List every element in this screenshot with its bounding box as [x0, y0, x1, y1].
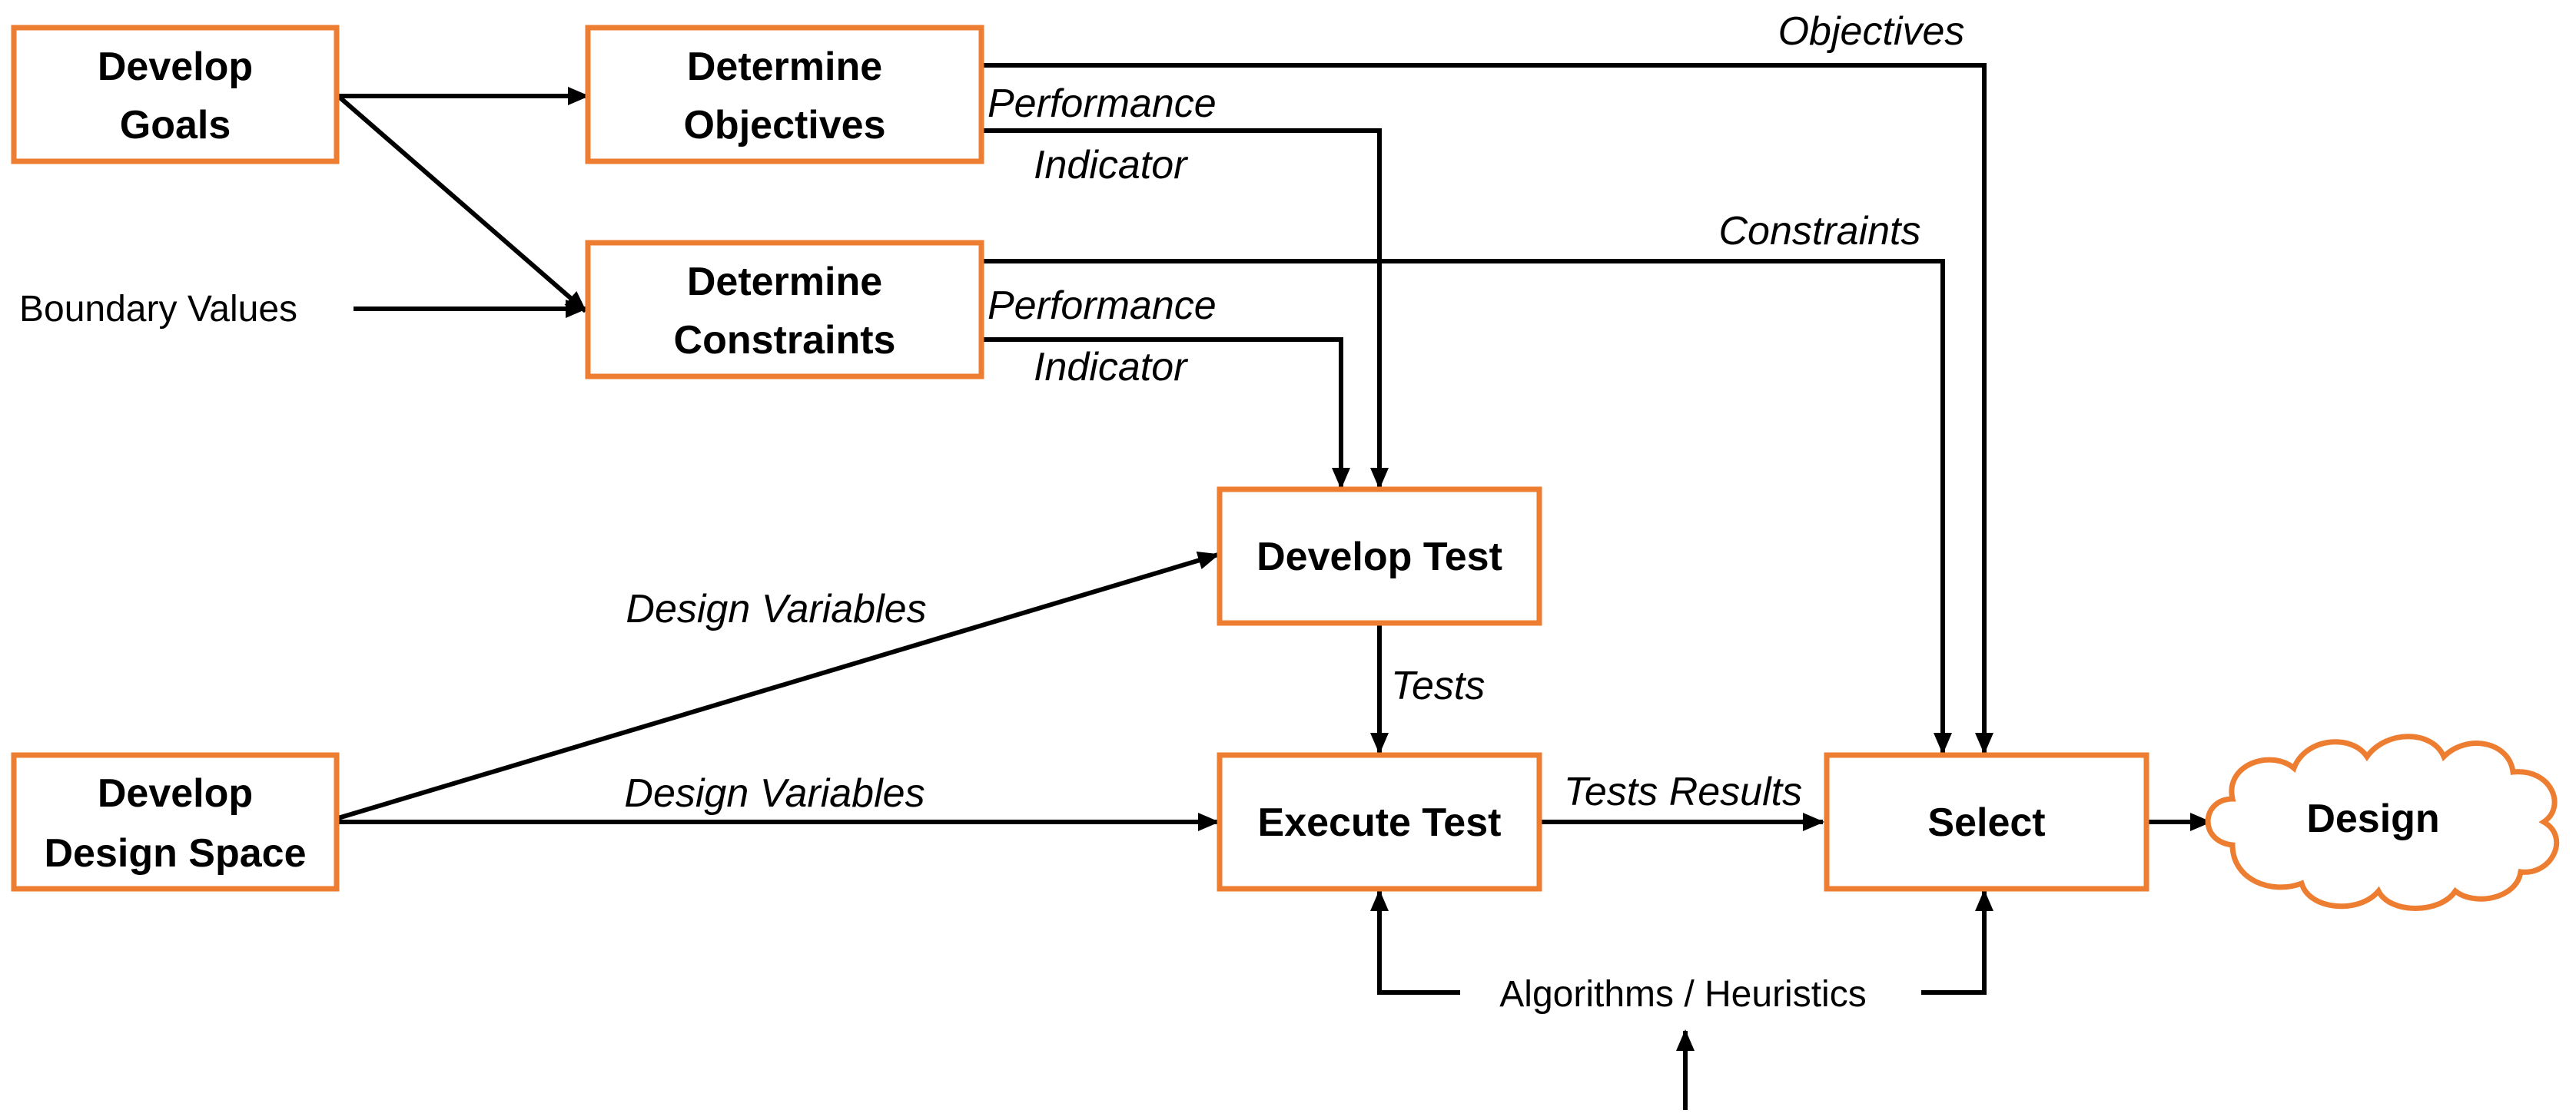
box-execute-test: Execute Test: [1217, 752, 1542, 892]
performance-indicator-2-line1: Performance: [988, 283, 1217, 328]
box-determine-constraints: Determine Constraints: [585, 240, 984, 379]
edges: [337, 63, 2212, 1110]
determine-constraints-label-line1: Determine: [687, 260, 882, 304]
box-develop-design-space: Develop Design Space: [11, 752, 340, 892]
algorithms-heuristics-label: Algorithms / Heuristics: [1499, 974, 1866, 1015]
edge-objectives-to-select: [982, 63, 1993, 754]
develop-goals-label-line2: Goals: [120, 103, 231, 147]
performance-indicator-2-line2: Indicator: [1034, 345, 1189, 389]
boundary-values-label: Boundary Values: [19, 289, 297, 330]
box-develop-goals: Develop Goals: [11, 25, 340, 164]
develop-design-space-label-line2: Design Space: [44, 831, 306, 876]
performance-indicator-1-line2: Indicator: [1034, 143, 1189, 187]
box-select: Select: [1824, 752, 2149, 892]
determine-objectives-label-line2: Objectives: [683, 103, 885, 147]
edge-goals-to-constraints: [337, 94, 587, 313]
edge-constraints-to-select: [982, 259, 1952, 754]
performance-indicator-1-line1: Performance: [988, 81, 1217, 126]
develop-design-space-label-line1: Develop: [98, 771, 253, 816]
develop-test-label: Develop Test: [1256, 535, 1502, 579]
select-label: Select: [1927, 800, 2045, 845]
execute-test-label: Execute Test: [1258, 800, 1502, 845]
determine-constraints-label-line2: Constraints: [674, 318, 896, 363]
edge-algorithms-to-execute-test: [1370, 890, 1460, 995]
box-determine-objectives: Determine Objectives: [585, 25, 984, 164]
edge-objectives-to-develop-test: [982, 128, 1389, 489]
tests-label: Tests: [1391, 664, 1485, 708]
tests-results-label: Tests Results: [1564, 770, 1802, 814]
cloud-shape: [2205, 734, 2560, 911]
edge-labels: Boundary Values Objectives Constraints P…: [19, 9, 1964, 1015]
objectives-label: Objectives: [1778, 9, 1965, 54]
constraints-label: Constraints: [1719, 209, 1921, 253]
design-cloud: Design: [2205, 734, 2560, 911]
box-develop-test: Develop Test: [1217, 486, 1542, 626]
develop-goals-label-line1: Develop: [98, 45, 253, 89]
edge-constraints-to-develop-test: [982, 337, 1350, 489]
design-variables-2-label: Design Variables: [624, 771, 925, 816]
determine-objectives-label-line1: Determine: [687, 45, 882, 89]
edge-design-space-to-develop-test: [337, 551, 1220, 820]
design-variables-1-label: Design Variables: [626, 587, 926, 631]
design-label: Design: [2306, 797, 2439, 841]
edge-algorithms-to-select: [1921, 890, 1993, 995]
